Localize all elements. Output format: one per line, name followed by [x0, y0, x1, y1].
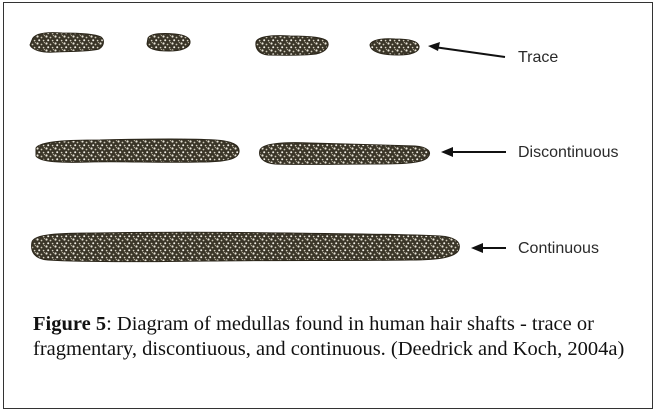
discontinuous-label: Discontinuous	[518, 144, 619, 161]
trace-fragment-3	[256, 36, 328, 56]
trace-medulla-row	[30, 33, 419, 56]
trace-fragment-4	[370, 39, 419, 55]
continuous-label: Continuous	[518, 240, 599, 257]
trace-fragment-2	[147, 33, 190, 51]
discontinuous-segment-2	[260, 143, 430, 165]
continuous-shaft	[32, 232, 460, 261]
continuous-arrow	[471, 243, 506, 253]
figure-label: Figure 5	[33, 313, 106, 335]
caption-text: : Diagram of medullas found in human hai…	[33, 313, 624, 360]
trace-label: Trace	[518, 49, 558, 66]
continuous-medulla-row	[32, 232, 460, 261]
medulla-diagram: Trace Discontinuous Continuous	[0, 0, 658, 310]
figure-caption: Figure 5: Diagram of medullas found in h…	[33, 312, 643, 362]
discontinuous-arrow	[441, 147, 506, 157]
discontinuous-segment-1	[36, 139, 239, 162]
trace-fragment-1	[30, 33, 103, 53]
discontinuous-medulla-row	[36, 139, 429, 165]
trace-arrow	[428, 42, 505, 57]
